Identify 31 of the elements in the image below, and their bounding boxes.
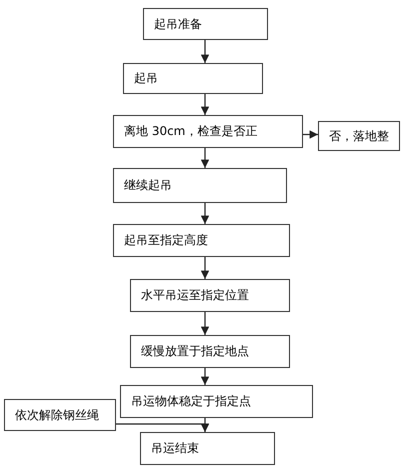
process-box (120, 385, 313, 418)
process-box (318, 121, 400, 151)
process-box (143, 8, 268, 40)
process-box (113, 168, 287, 203)
process-box (4, 399, 116, 431)
process-box (130, 335, 290, 368)
step-label: 依次解除钢丝绳 (15, 406, 99, 424)
arrow (200, 40, 210, 63)
process-box (140, 432, 275, 465)
step-label: 起吊准备 (154, 16, 202, 32)
arrow (200, 203, 210, 224)
process-box (113, 115, 303, 148)
process-box (123, 63, 263, 94)
step-label: 起吊 (134, 70, 158, 87)
arrow (200, 312, 210, 335)
step-label: 继续起吊 (124, 177, 172, 194)
arrow (303, 130, 318, 139)
arrow (116, 423, 210, 432)
step-label: 缓慢放置于指定地点 (141, 343, 249, 360)
step-label: 吊运结束 (151, 440, 199, 457)
step-label: 离地 30cm，检查是否正 (124, 123, 258, 140)
step-label: 起吊至指定高度 (124, 232, 208, 249)
process-box (130, 279, 290, 312)
arrow (200, 257, 210, 279)
arrow (200, 148, 210, 168)
arrow (200, 368, 210, 385)
step-label: 水平吊运至指定位置 (141, 287, 249, 304)
step-label: 吊运物体稳定于指定点 (131, 393, 251, 410)
process-box (113, 224, 290, 257)
step-label: 否，落地整 (329, 128, 389, 144)
arrow (200, 94, 210, 115)
